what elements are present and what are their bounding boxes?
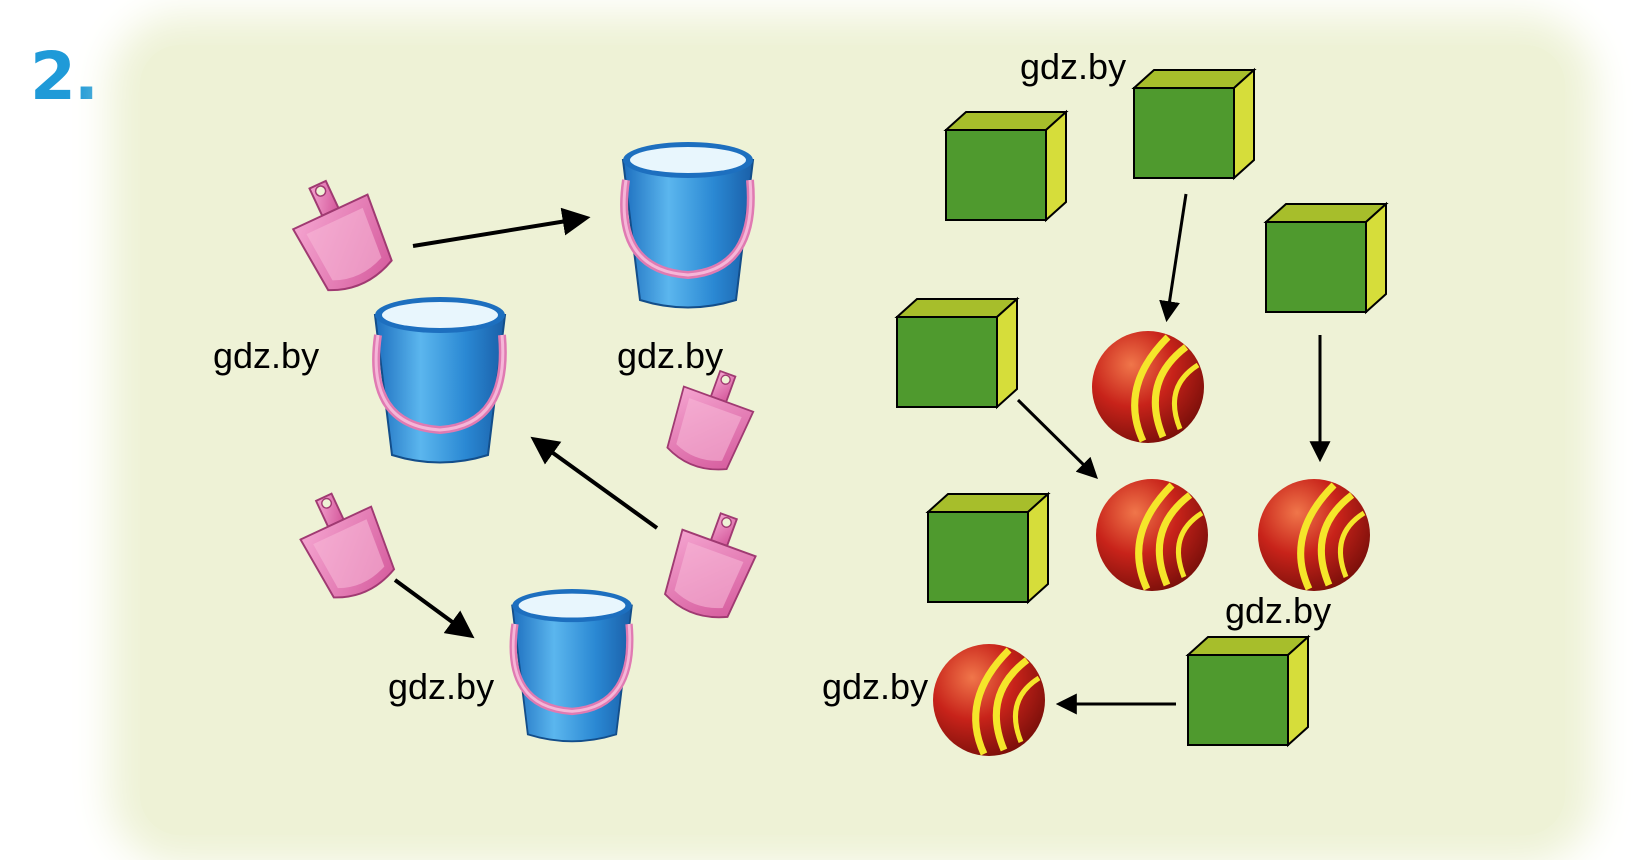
arrow-scoop-to-bucket-2 [530, 436, 659, 530]
arrow-scoop-to-bucket-3 [393, 578, 475, 639]
illustration-panel [140, 45, 1565, 835]
task-number: 2. [30, 38, 99, 115]
bucket-3 [512, 589, 632, 741]
arrow-cube-to-ball-1 [1159, 193, 1188, 323]
left-scene [279, 142, 767, 741]
watermark-text: gdz.by [822, 666, 929, 707]
watermark-text: gdz.by [617, 335, 724, 376]
cube-5 [927, 493, 1049, 603]
right-scene [896, 69, 1387, 756]
ball-1 [1092, 331, 1204, 443]
ball-2 [1096, 479, 1208, 591]
watermark-text: gdz.by [1020, 46, 1127, 87]
watermark-text: gdz.by [388, 666, 495, 707]
cube-1 [945, 111, 1067, 221]
scoop-4 [287, 479, 404, 609]
cube-2 [1133, 69, 1255, 179]
watermark-text: gdz.by [213, 335, 320, 376]
arrow-scoop-to-bucket-1 [412, 207, 591, 248]
bucket-2 [375, 297, 505, 463]
watermark-text: gdz.by [1225, 590, 1332, 631]
ball-3 [1258, 479, 1370, 591]
arrow-cube-to-ball-3 [1016, 398, 1098, 479]
ball-4 [933, 644, 1045, 756]
cube-3 [1265, 203, 1387, 313]
scoop-1 [279, 166, 402, 302]
cube-4 [896, 298, 1018, 408]
scoop-2 [658, 360, 764, 480]
cube-6 [1187, 636, 1309, 746]
bucket-1 [623, 142, 753, 308]
scoop-3 [655, 501, 767, 628]
